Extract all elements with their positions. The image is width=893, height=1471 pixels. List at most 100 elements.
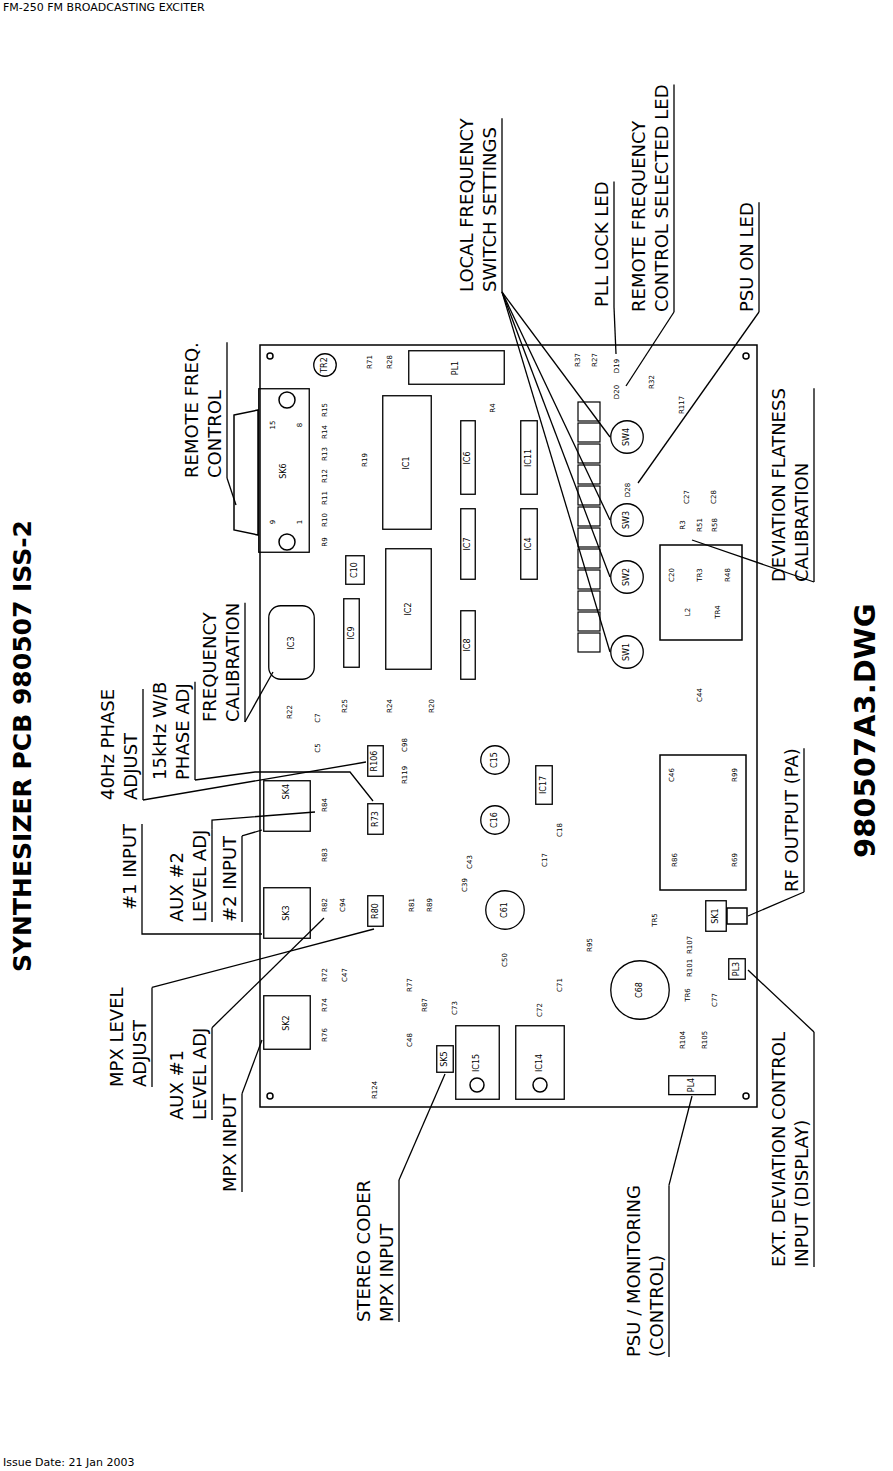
component-ref: SW4	[623, 428, 631, 446]
component-ref: IC7	[464, 537, 472, 550]
outline-shape	[461, 611, 476, 680]
callout-label: #2 INPUT	[218, 836, 241, 922]
outline-shape	[383, 396, 432, 530]
outline-shape	[368, 804, 384, 835]
component-ref: C98	[402, 738, 409, 752]
underline	[673, 84, 674, 312]
component-ref: IC14	[536, 1053, 544, 1071]
outline-shape	[437, 1046, 454, 1073]
callout-label: 40Hz PHASE ADJUST	[96, 657, 142, 800]
component-ref: PL4	[688, 1078, 696, 1092]
outline-shape	[314, 354, 337, 377]
plug-header: PL3	[728, 958, 746, 980]
component-ref: R15	[322, 403, 329, 417]
underline	[211, 1028, 212, 1120]
leader-line	[212, 918, 324, 1028]
component-ref: R19	[362, 453, 369, 467]
callout-label: LOCAL FREQUENCY SWITCH SETTINGS	[455, 80, 501, 292]
component-ref: R95	[587, 938, 594, 952]
trimmer-pot: R106	[367, 745, 384, 777]
component-ref: SK2	[283, 1015, 291, 1030]
leader-line	[502, 292, 610, 437]
leader-line	[152, 929, 374, 987]
ic-chip: IC17	[535, 765, 553, 805]
pcb-outline	[260, 345, 757, 1107]
component-ref: C39	[462, 878, 469, 892]
component-ref: C20	[669, 568, 676, 582]
ic-chip: IC4	[520, 508, 538, 580]
component-ref: C27	[684, 490, 691, 504]
connector: SK3	[263, 887, 311, 939]
callout-label: DEVIATION FLATNESS CALIBRATION	[767, 338, 813, 582]
component-ref: IC1	[403, 456, 411, 469]
component-ref: C17	[542, 853, 549, 867]
component-ref: R25	[342, 699, 349, 713]
leader-line	[242, 1040, 262, 1094]
component-ref: C48	[407, 1033, 414, 1047]
component-ref: R106	[372, 751, 380, 772]
outline-shape	[264, 996, 311, 1050]
outline-shape	[669, 1076, 716, 1095]
component-ref: R20	[429, 699, 436, 713]
component-ref: C77	[712, 993, 719, 1007]
callout-label: REMOTE FREQ. CONTROL	[180, 308, 226, 478]
underline	[398, 1180, 399, 1322]
ic-chip: IC7	[460, 508, 476, 580]
component-ref: R12	[322, 469, 329, 483]
component-ref: R89	[427, 898, 434, 912]
outline-shape	[386, 549, 432, 670]
component-ref: C50	[502, 953, 509, 967]
callout-label: STEREO CODER MPX INPUT	[352, 1158, 398, 1322]
component-ref: R117	[679, 396, 686, 414]
leader-line	[502, 292, 610, 652]
component-ref: C73	[452, 1001, 459, 1015]
underline	[194, 682, 195, 780]
callout-label: MPX LEVEL ADJUST	[105, 955, 151, 1087]
component-ref: C61	[501, 902, 509, 918]
outline-shape	[409, 351, 505, 385]
outline-shape	[516, 1026, 565, 1100]
ic-chip: IC2	[385, 548, 432, 670]
component-ref: IC9	[347, 626, 355, 639]
component-ref: C43	[467, 855, 474, 869]
component-ref: R9	[322, 537, 329, 546]
component-ref: C68	[636, 982, 644, 998]
component-ref: R3	[680, 520, 687, 529]
component-ref: R24	[387, 699, 394, 713]
mounting-hole	[743, 1093, 749, 1099]
callout-label: #1 INPUT	[118, 824, 141, 910]
rotary-switch: SW4	[610, 420, 644, 454]
component-ref: C18	[557, 823, 564, 837]
callout-label: 15kHz W/B PHASE ADJ	[148, 653, 194, 780]
component-ref: R51	[697, 518, 704, 532]
ic-chip: IC9	[343, 598, 360, 668]
component-ref: R4	[490, 403, 497, 412]
outline-shape	[264, 781, 311, 832]
rf-section	[660, 755, 746, 890]
leader-line	[245, 672, 273, 722]
component-ref: D19	[614, 359, 621, 373]
underline	[211, 830, 212, 922]
component-ref: PL1	[453, 360, 461, 374]
leader-line	[748, 892, 804, 916]
component-ref: R82	[322, 898, 329, 912]
leader-line	[502, 292, 610, 577]
leader-line	[669, 1096, 692, 1185]
callout-label: RF OUTPUT (PA)	[780, 748, 803, 892]
component-ref: R77	[407, 978, 414, 992]
component-ref: IC2	[404, 602, 412, 615]
component-ref: IC8	[464, 638, 472, 651]
connector: SK1	[705, 900, 727, 932]
callout-label: FREQUENCY CALIBRATION	[198, 563, 244, 722]
component-ref: SK5	[441, 1051, 449, 1066]
leader-line	[399, 1074, 445, 1180]
outline-shape	[611, 636, 644, 669]
issue-date: Issue Date: 21 Jan 2003	[3, 1456, 134, 1469]
underline	[613, 181, 614, 307]
underline	[803, 748, 804, 892]
connector: SK6	[258, 388, 310, 553]
underline	[501, 118, 502, 292]
switch-header	[578, 423, 600, 442]
callout-label: EXT. DEVIATION CONTROL INPUT (DISPLAY)	[767, 997, 813, 1267]
pin-number: 1	[297, 520, 304, 524]
